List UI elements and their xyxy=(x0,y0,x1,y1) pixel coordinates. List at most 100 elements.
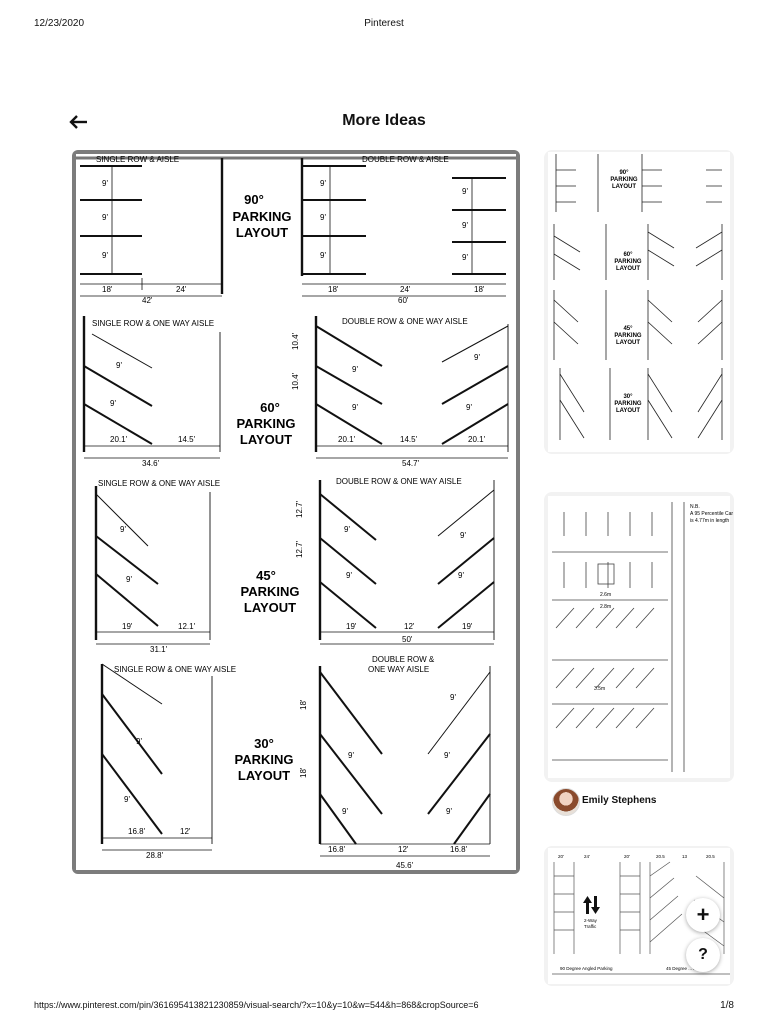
row30-single-heading: SINGLE ROW & ONE WAY AISLE xyxy=(114,665,236,674)
row45-double-dim-2: 12' xyxy=(404,622,415,631)
row90-dstall-5: 9' xyxy=(462,221,468,230)
row90-single-total: 42' xyxy=(142,296,153,305)
row45-stall-2: 9' xyxy=(126,575,132,584)
section-title: More Ideas xyxy=(342,112,426,129)
row30-dstall-4: 9' xyxy=(444,751,450,760)
row30-line3: LAYOUT xyxy=(238,768,290,783)
row30-dstall-5: 9' xyxy=(446,807,452,816)
row30-double-dim-3: 16.8' xyxy=(450,845,468,854)
row90-double-dim-3: 18' xyxy=(474,285,485,294)
row60-single-heading: SINGLE ROW & ONE WAY AISLE xyxy=(92,319,214,328)
row90-line3: LAYOUT xyxy=(236,225,288,240)
question-mark-icon: ? xyxy=(698,946,708,963)
thumb3-center-2: Traffic xyxy=(584,924,597,929)
row90-stall-2: 9' xyxy=(102,213,108,222)
thumb2-dim-1: 2.6m xyxy=(600,592,611,598)
row90-dstall-4: 9' xyxy=(462,187,468,196)
row30-angle: 30° xyxy=(254,736,274,751)
row60-stall-2: 9' xyxy=(110,399,116,408)
row30-dstall-1: 9' xyxy=(348,751,354,760)
row30-single-diagram xyxy=(100,663,213,851)
row45-single-diagram xyxy=(94,486,211,645)
thumb3-caption-right: 45 Degree ... Parking xyxy=(666,966,709,971)
thumb3-center-1: 2-Way xyxy=(584,918,598,923)
row60-double-dim-3: 20.1' xyxy=(468,435,486,444)
related-pin-2[interactable]: N.B. A 95 Percentile Car is 4.77m in len… xyxy=(544,492,734,782)
row45-stall-1: 9' xyxy=(120,525,126,534)
row90-stall-1: 9' xyxy=(102,179,108,188)
row45-single-heading: SINGLE ROW & ONE WAY AISLE xyxy=(98,479,220,488)
row90-double-dim-1: 18' xyxy=(328,285,339,294)
thumb1-label-45: 45° xyxy=(623,326,633,332)
row30-double-heading-1: DOUBLE ROW & xyxy=(372,655,435,664)
row30-line2: PARKING xyxy=(235,752,294,767)
row60-single-dim-1: 20.1' xyxy=(110,435,128,444)
row60-dstall-2: 9' xyxy=(352,403,358,412)
row30-double-heading-2: ONE WAY AISLE xyxy=(368,665,429,674)
row90-single-dim-1: 18' xyxy=(102,285,113,294)
print-date: 12/23/2020 xyxy=(34,18,85,29)
thumb3-caption-left: 90 Degree Angled Parking xyxy=(560,966,613,971)
row60-dstall-3: 9' xyxy=(474,353,480,362)
thumb1-word3-90: LAYOUT xyxy=(612,184,636,190)
row45-line3: LAYOUT xyxy=(244,600,296,615)
pin-author[interactable]: Emily Stephens xyxy=(552,786,752,816)
row45-dstall-1: 9' xyxy=(344,525,350,534)
row90-dstall-2: 9' xyxy=(320,213,326,222)
row30-side-1: 18' xyxy=(299,699,308,710)
thumb1-word2-60: PARKING xyxy=(614,259,642,265)
row60-single-diagram xyxy=(82,316,221,459)
row45-single-dim-2: 12.1' xyxy=(178,622,196,631)
row30-stall-1: 9' xyxy=(136,737,142,746)
row30-side-2: 18' xyxy=(299,767,308,778)
row90-dstall-1: 9' xyxy=(320,179,326,188)
row90-double-heading: DOUBLE ROW & AISLE xyxy=(362,155,449,164)
row90-double-diagram xyxy=(300,158,506,297)
help-button[interactable]: ? xyxy=(686,938,720,972)
row90-stall-3: 9' xyxy=(102,251,108,260)
row30-dstall-2: 9' xyxy=(342,807,348,816)
row45-double-heading: DOUBLE ROW & ONE WAY AISLE xyxy=(336,477,462,486)
row30-stall-2: 9' xyxy=(124,795,130,804)
row90-single-heading: SINGLE ROW & AISLE xyxy=(96,155,179,164)
thumb3-tr-2: 13 xyxy=(682,854,688,859)
thumb3-tr-1: 20.5 xyxy=(656,854,665,859)
print-header: 12/23/2020 Pinterest xyxy=(0,0,768,40)
avatar[interactable] xyxy=(552,788,580,816)
thumb2-note-2: A 95 Percentile Car xyxy=(690,511,733,517)
row45-double-dim-1: 19' xyxy=(346,622,357,631)
thumb1-word3-60: LAYOUT xyxy=(616,266,640,272)
row60-line3: LAYOUT xyxy=(240,432,292,447)
related-pin-1[interactable]: 90° PARKING LAYOUT 60° PARKING LAYOUT 45… xyxy=(544,150,734,454)
row45-side-2: 12.7' xyxy=(295,540,304,558)
row45-angle: 45° xyxy=(256,568,276,583)
thumb2-dim-2: 2.8m xyxy=(600,604,611,610)
author-name[interactable]: Emily Stephens xyxy=(582,795,657,806)
row60-double-dim-2: 14.5' xyxy=(400,435,418,444)
row90-single-dim-2: 24' xyxy=(176,285,187,294)
row60-single-dim-2: 14.5' xyxy=(178,435,196,444)
row60-double-heading: DOUBLE ROW & ONE WAY AISLE xyxy=(342,317,468,326)
thumb3-tl-3: 20' xyxy=(624,854,630,859)
main-pin-image[interactable]: SINGLE ROW & AISLE DOUBLE ROW & AISLE 9'… xyxy=(72,150,520,874)
related-pin-1-image: 90° PARKING LAYOUT 60° PARKING LAYOUT 45… xyxy=(548,152,730,452)
row30-single-dim-1: 16.8' xyxy=(128,827,146,836)
row60-dstall-1: 9' xyxy=(352,365,358,374)
row45-double-total: 50' xyxy=(402,635,413,644)
thumb2-dim-3: 3.5m xyxy=(594,686,605,692)
back-button[interactable] xyxy=(68,112,90,132)
add-button[interactable]: + xyxy=(686,898,720,932)
row30-double-total: 45.6' xyxy=(396,861,414,870)
row90-single-diagram xyxy=(80,158,224,297)
row30-single-dim-2: 12' xyxy=(180,827,191,836)
print-footer: https://www.pinterest.com/pin/3616954138… xyxy=(0,984,768,1024)
thumb2-note-3: is 4.77m in length xyxy=(690,518,729,524)
row60-double-total: 54.7' xyxy=(402,459,420,468)
row60-line2: PARKING xyxy=(237,416,296,431)
row60-side-1: 10.4' xyxy=(291,332,300,350)
print-url: https://www.pinterest.com/pin/3616954138… xyxy=(34,1000,479,1010)
row45-double-diagram xyxy=(318,480,495,645)
print-title: Pinterest xyxy=(364,18,404,29)
row45-line2: PARKING xyxy=(241,584,300,599)
row45-double-dim-3: 19' xyxy=(462,622,473,631)
